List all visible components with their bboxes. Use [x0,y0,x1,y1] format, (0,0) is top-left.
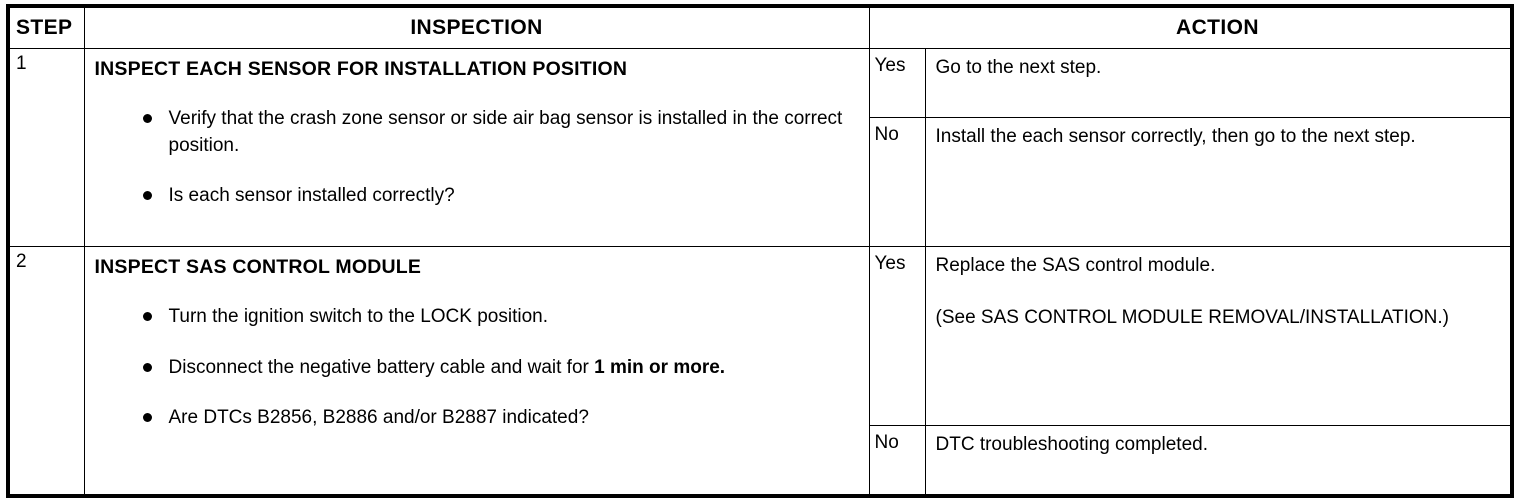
bullet-icon [142,190,152,200]
action-text: Replace the SAS control module. [935,255,1216,276]
bullet-text: Turn the ignition switch to the LOCK pos… [168,306,549,328]
bullet-text: Are DTCs B2856, B2886 and/or B2887 indic… [168,406,589,428]
column-header-step: STEP [7,5,85,49]
bullet-text: Verify that the crash zone sensor or sid… [168,108,843,156]
inspection-title-step-2: INSPECT SAS CONTROL MODULE [94,256,422,278]
result-label-no-step-2: No [868,425,926,497]
troubleshooting-sheet: STEP INSPECTION ACTION 1 INSPECT EACH SE… [6,4,1514,498]
list-item: Disconnect the negative battery cable an… [95,355,859,381]
bullet-text: Disconnect the negative battery cable an… [168,356,726,378]
header-row: STEP INSPECTION ACTION [7,5,1513,49]
dtc-troubleshooting-table: STEP INSPECTION ACTION 1 INSPECT EACH SE… [6,4,1514,498]
inspection-cell-step-1: INSPECT EACH SENSOR FOR INSTALLATION POS… [83,48,870,247]
step-number-2: 2 [7,246,85,497]
bullet-icon [142,114,152,124]
list-item: Verify that the crash zone sensor or sid… [95,106,859,158]
inspection-cell-step-2: INSPECT SAS CONTROL MODULE Turn the igni… [83,246,870,497]
bullet-icon [142,412,152,422]
result-label-yes-step-2: Yes [868,246,926,426]
table-row: 1 INSPECT EACH SENSOR FOR INSTALLATION P… [7,48,1513,247]
inspection-title-step-1: INSPECT EACH SENSOR FOR INSTALLATION POS… [94,58,628,80]
table-row: No Install the each sensor correctly, th… [8,117,1513,247]
table-row: 2 INSPECT SAS CONTROL MODULE Turn the ig… [7,246,1513,497]
bullet-text: Is each sensor installed correctly? [168,184,455,206]
action-cell-no-step-1: Install the each sensor correctly, then … [924,117,1513,247]
column-header-inspection: INSPECTION [83,5,870,49]
inspection-bullet-list-step-2: Turn the ignition switch to the LOCK pos… [95,304,859,431]
result-label-yes-step-1: Yes [868,48,926,118]
list-item: Turn the ignition switch to the LOCK pos… [95,304,859,330]
action-text: Go to the next step. [935,57,1102,78]
action-text: Install the each sensor correctly, then … [935,126,1416,147]
action-cell-no-step-2: DTC troubleshooting completed. [924,425,1513,497]
column-header-action: ACTION [925,5,1513,49]
action-reference-text: (See SAS CONTROL MODULE REMOVAL/INSTALLA… [935,306,1449,328]
list-item: Are DTCs B2856, B2886 and/or B2887 indic… [95,405,859,431]
bullet-icon [142,312,152,322]
column-header-result-blank [868,5,925,49]
table-header: STEP INSPECTION ACTION [7,5,1513,49]
table-body: 1 INSPECT EACH SENSOR FOR INSTALLATION P… [7,48,1513,497]
list-item: Is each sensor installed correctly? [95,183,859,209]
action-cell-yes-step-1: Go to the next step. [924,48,1513,118]
action-text: DTC troubleshooting completed. [935,434,1208,455]
result-label-no-step-1: No [868,117,926,247]
action-cell-yes-step-2: Replace the SAS control module. (See SAS… [924,246,1513,426]
bullet-icon [142,362,152,372]
step-number-1: 1 [7,48,85,247]
inspection-bullet-list-step-1: Verify that the crash zone sensor or sid… [95,106,859,209]
